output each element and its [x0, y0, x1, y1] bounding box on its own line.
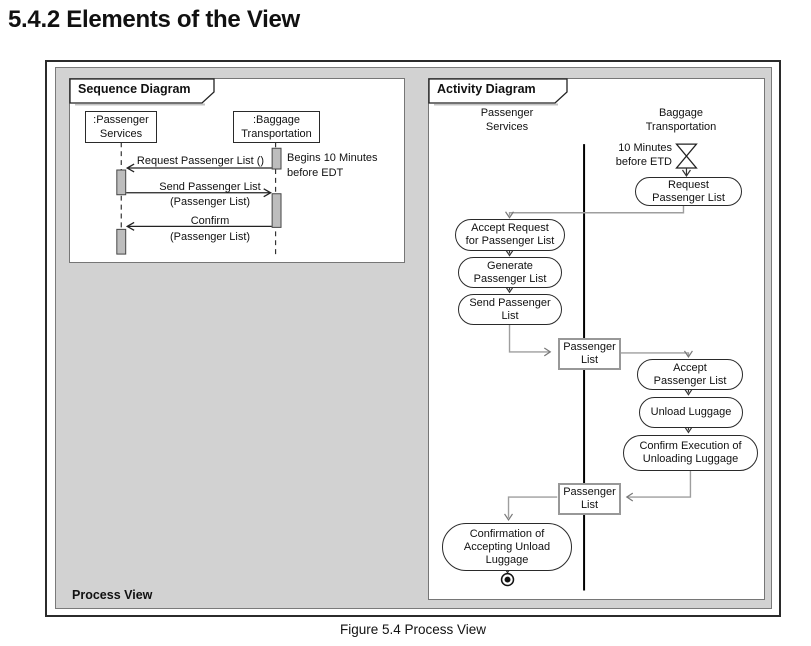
message-sublabel-confirm: (Passenger List) — [169, 231, 251, 243]
swimlane-header-passenger-services: Passenger Services — [480, 107, 534, 133]
process-view-panel: Sequence Diagram :Passenger Services :Ba… — [55, 67, 772, 609]
action-send-passenger-list: Send Passenger List — [458, 294, 562, 325]
activity-final-node-icon — [500, 572, 515, 587]
connector-object1-to-accept-passenger-list — [620, 350, 693, 358]
object-node-passenger-list-1: Passenger List — [558, 338, 621, 370]
sequence-tab-shape — [69, 78, 215, 104]
lifeline-head-baggage-transportation: :Baggage Transportation — [233, 111, 320, 143]
activity-diagram-title: Activity Diagram — [437, 82, 536, 96]
connector-timer-to-request — [681, 168, 691, 178]
sequence-lines-layer — [116, 142, 282, 256]
action-accept-passenger-list: Accept Passenger List — [637, 359, 743, 390]
figure-frame: Sequence Diagram :Passenger Services :Ba… — [45, 60, 781, 617]
note-begins-10-minutes: Begins 10 Minutes before EDT — [287, 152, 378, 179]
message-label-request: Request Passenger List () — [136, 155, 265, 167]
message-arrow-request — [125, 163, 272, 173]
connector-accept-request-to-generate — [505, 249, 514, 257]
action-accept-request-for-passenger-list: Accept Request for Passenger List — [455, 219, 565, 251]
figure-caption: Figure 5.4 Process View — [339, 622, 487, 637]
message-sublabel-send: (Passenger List) — [169, 196, 251, 208]
connector-request-to-accept-request — [505, 205, 685, 219]
page-title: 5.4.2 Elements of the View — [8, 6, 300, 33]
activity-tab-shape — [428, 78, 568, 104]
activity-diagram-tab: Activity Diagram — [428, 78, 570, 111]
activation-bar-baggage-2 — [271, 193, 282, 228]
timer-label: 10 Minutes before ETD — [615, 142, 672, 168]
sequence-diagram-title: Sequence Diagram — [78, 82, 191, 96]
message-label-confirm: Confirm — [190, 215, 230, 227]
process-view-label: Process View — [72, 588, 153, 602]
activation-bar-baggage-1 — [271, 147, 282, 170]
message-arrow-send — [126, 188, 272, 198]
activity-lines-layer — [500, 143, 698, 591]
action-generate-passenger-list: Generate Passenger List — [458, 257, 562, 288]
lifeline-head-passenger-services: :Passenger Services — [85, 111, 157, 143]
action-confirm-execution-unloading: Confirm Execution of Unloading Luggage — [623, 435, 758, 471]
sequence-diagram-tab: Sequence Diagram — [69, 78, 217, 111]
timer-hourglass-icon — [675, 143, 698, 169]
action-unload-luggage: Unload Luggage — [639, 397, 743, 428]
connector-object2-to-confirmation — [504, 496, 558, 521]
activation-bar-passenger-1 — [116, 169, 127, 196]
action-request-passenger-list: Request Passenger List — [635, 177, 742, 206]
activation-bar-passenger-2 — [116, 228, 127, 255]
swimlane-header-baggage-transportation: Baggage Transportation — [645, 107, 717, 133]
connector-confirm-exec-to-object2 — [625, 469, 692, 502]
message-arrow-confirm — [125, 221, 272, 231]
message-label-send: Send Passenger List — [159, 181, 261, 193]
sequence-diagram-panel: Sequence Diagram :Passenger Services :Ba… — [69, 78, 405, 263]
connector-send-to-object1 — [508, 324, 552, 357]
activity-diagram-panel: Activity Diagram Passenger Services Bagg… — [428, 78, 765, 600]
object-node-passenger-list-2: Passenger List — [558, 483, 621, 515]
action-confirmation-accepting-unload: Confirmation of Accepting Unload Luggage — [442, 523, 572, 571]
